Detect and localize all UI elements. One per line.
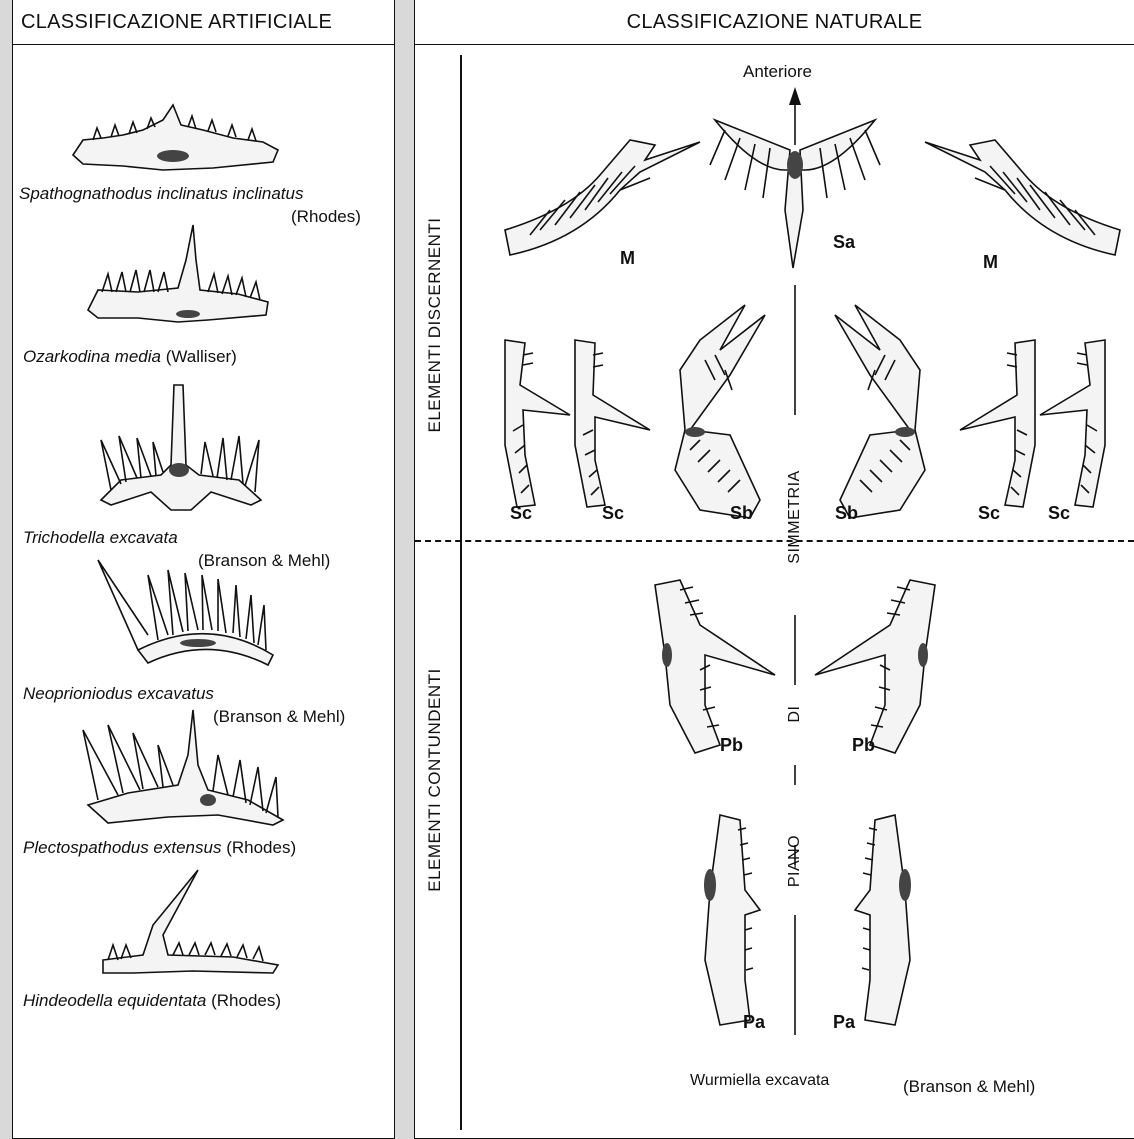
- species-name: Ozarkodina media (Walliser): [23, 346, 237, 367]
- neoprioniodus-drawing: [88, 555, 288, 670]
- species-name: Plectospathodus extensus (Rhodes): [23, 837, 296, 858]
- label-pa: Pa: [833, 1012, 855, 1033]
- group-column-divider: [460, 55, 462, 1130]
- label-pa: Pa: [743, 1012, 765, 1033]
- label-sb: Sb: [835, 503, 858, 524]
- artificial-classification-header: CLASSIFICAZIONE ARTIFICIALE: [13, 0, 394, 45]
- element-sb-right: [815, 300, 940, 525]
- natural-classification-panel: CLASSIFICAZIONE NATURALE ELEMENTI DISCER…: [414, 0, 1134, 1139]
- element-pa-left: [690, 810, 770, 1030]
- axis-word-simmetria: SIMMETRIA: [786, 467, 804, 567]
- label-sb: Sb: [730, 503, 753, 524]
- label-sc: Sc: [602, 503, 624, 524]
- element-sc-left-2: [565, 335, 655, 510]
- element-sc-right-1: [955, 335, 1045, 510]
- hindeodella-drawing: [93, 865, 293, 980]
- element-sb-left: [660, 300, 785, 525]
- species-author: (Rhodes): [291, 207, 361, 227]
- element-m-left: [500, 130, 705, 260]
- group-dashed-divider: [415, 540, 1134, 542]
- label-pb: Pb: [720, 735, 743, 756]
- natural-species-author: (Branson & Mehl): [903, 1077, 1035, 1097]
- label-m-left: M: [620, 248, 635, 269]
- axis-word-di: DI: [786, 689, 804, 739]
- element-pb-left: [645, 575, 780, 755]
- spathognathodus-drawing: [63, 100, 293, 180]
- anterior-label: Anteriore: [743, 62, 812, 82]
- label-sa: Sa: [833, 232, 855, 253]
- axis-word-piano: PIANO: [786, 826, 804, 896]
- natural-species-name: Wurmiella excavata: [690, 1072, 829, 1090]
- element-pa-right: [845, 810, 925, 1030]
- group-label-discernenti: ELEMENTI DISCERNENTI: [425, 215, 445, 435]
- element-m-right: [920, 130, 1125, 260]
- species-name: Spathognathodus inclinatus inclinatus: [19, 183, 303, 204]
- artificial-classification-panel: CLASSIFICAZIONE ARTIFICIALE Spathognatho…: [12, 0, 395, 1139]
- element-sc-left-1: [495, 335, 575, 510]
- plectospathodus-drawing: [68, 705, 298, 830]
- trichodella-drawing: [81, 380, 281, 520]
- natural-classification-header: CLASSIFICAZIONE NATURALE: [415, 0, 1134, 45]
- label-sc: Sc: [978, 503, 1000, 524]
- label-sc: Sc: [1048, 503, 1070, 524]
- species-name: Neoprioniodus excavatus: [23, 683, 214, 704]
- label-pb: Pb: [852, 735, 875, 756]
- species-name: Hindeodella equidentata (Rhodes): [23, 990, 281, 1011]
- group-label-contundenti: ELEMENTI CONTUNDENTI: [425, 660, 445, 900]
- label-sc: Sc: [510, 503, 532, 524]
- element-sa: [705, 110, 885, 270]
- element-pb-right: [810, 575, 945, 755]
- label-m-right: M: [983, 252, 998, 273]
- species-name: Trichodella excavata: [23, 527, 178, 548]
- ozarkodina-drawing: [78, 220, 278, 330]
- element-sc-right-2: [1035, 335, 1115, 510]
